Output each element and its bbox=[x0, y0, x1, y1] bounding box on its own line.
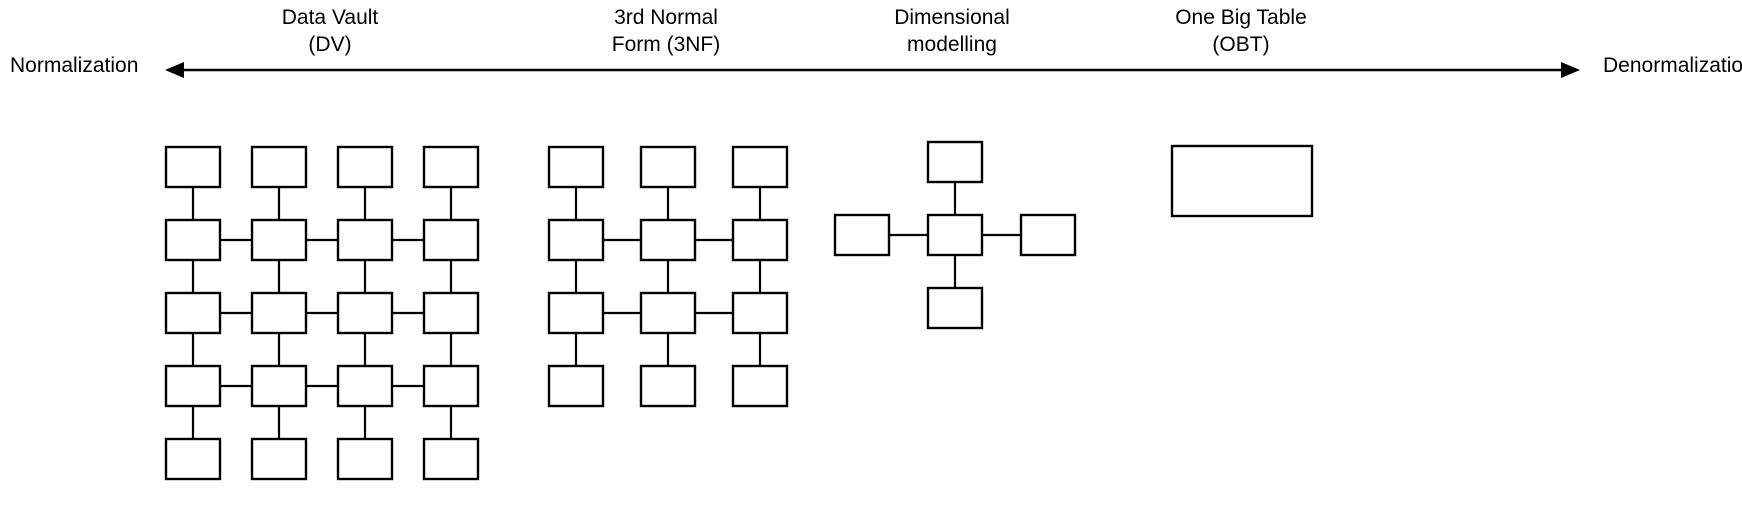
node-box-data-vault bbox=[250, 291, 308, 335]
node-box-data-vault bbox=[164, 437, 222, 481]
node-box-data-vault bbox=[164, 145, 222, 189]
node-box-data-vault bbox=[336, 145, 394, 189]
model-structures bbox=[164, 140, 1314, 481]
node-box-data-vault bbox=[164, 218, 222, 262]
node-box-data-vault bbox=[422, 364, 480, 408]
stage-label-line2: modelling bbox=[907, 33, 997, 56]
node-box-dimension-right bbox=[1019, 213, 1077, 257]
node-box-data-vault bbox=[336, 437, 394, 481]
node-box-third-normal-form bbox=[731, 364, 789, 408]
node-box-dimension-left bbox=[833, 213, 891, 257]
node-box-third-normal-form bbox=[639, 218, 697, 262]
node-box-data-vault bbox=[422, 218, 480, 262]
axis-arrow-right-icon bbox=[1561, 62, 1580, 78]
stage-label-line1: Data Vault bbox=[281, 6, 379, 29]
node-box-third-normal-form bbox=[639, 145, 697, 189]
stage-label-one-big-table: One Big Table (OBT) bbox=[1175, 4, 1307, 58]
normalization-axis bbox=[165, 62, 1580, 78]
node-box-data-vault bbox=[164, 291, 222, 335]
stage-label-line1: One Big Table bbox=[1175, 6, 1307, 29]
node-box-third-normal-form bbox=[547, 145, 605, 189]
node-box-data-vault bbox=[250, 364, 308, 408]
node-box-third-normal-form bbox=[547, 364, 605, 408]
stage-label-line2: (DV) bbox=[308, 33, 352, 56]
node-box-dimension-top bbox=[926, 140, 984, 184]
axis-label-normalization: Normalization bbox=[10, 54, 139, 77]
node-box-one-big-table bbox=[1170, 144, 1314, 218]
node-box-data-vault bbox=[164, 364, 222, 408]
node-box-data-vault bbox=[336, 291, 394, 335]
stage-label-dimensional-modelling: Dimensional modelling bbox=[894, 4, 1010, 58]
node-box-data-vault bbox=[422, 145, 480, 189]
node-box-data-vault bbox=[422, 437, 480, 481]
node-box-third-normal-form bbox=[639, 291, 697, 335]
node-box-third-normal-form bbox=[547, 218, 605, 262]
stage-label-line2: (OBT) bbox=[1212, 33, 1270, 56]
node-box-third-normal-form bbox=[731, 291, 789, 335]
node-box-data-vault bbox=[422, 291, 480, 335]
node-box-data-vault bbox=[336, 364, 394, 408]
node-box-third-normal-form bbox=[731, 145, 789, 189]
stage-label-line2: Form (3NF) bbox=[611, 33, 721, 56]
node-box-data-vault bbox=[250, 218, 308, 262]
axis-arrow-left-icon bbox=[165, 62, 184, 78]
node-box-fact-center bbox=[926, 213, 984, 257]
stage-label-data-vault: Data Vault (DV) bbox=[282, 4, 379, 58]
node-box-data-vault bbox=[250, 145, 308, 189]
stage-label-line1: 3rd Normal bbox=[614, 6, 718, 29]
stage-label-line1: Dimensional bbox=[894, 6, 1010, 29]
axis-label-denormalization: Denormalization bbox=[1603, 54, 1742, 77]
node-box-third-normal-form bbox=[639, 364, 697, 408]
node-box-third-normal-form bbox=[731, 218, 789, 262]
node-box-data-vault bbox=[336, 218, 394, 262]
node-box-third-normal-form bbox=[547, 291, 605, 335]
node-box-dimension-bottom bbox=[926, 286, 984, 330]
node-box-data-vault bbox=[250, 437, 308, 481]
